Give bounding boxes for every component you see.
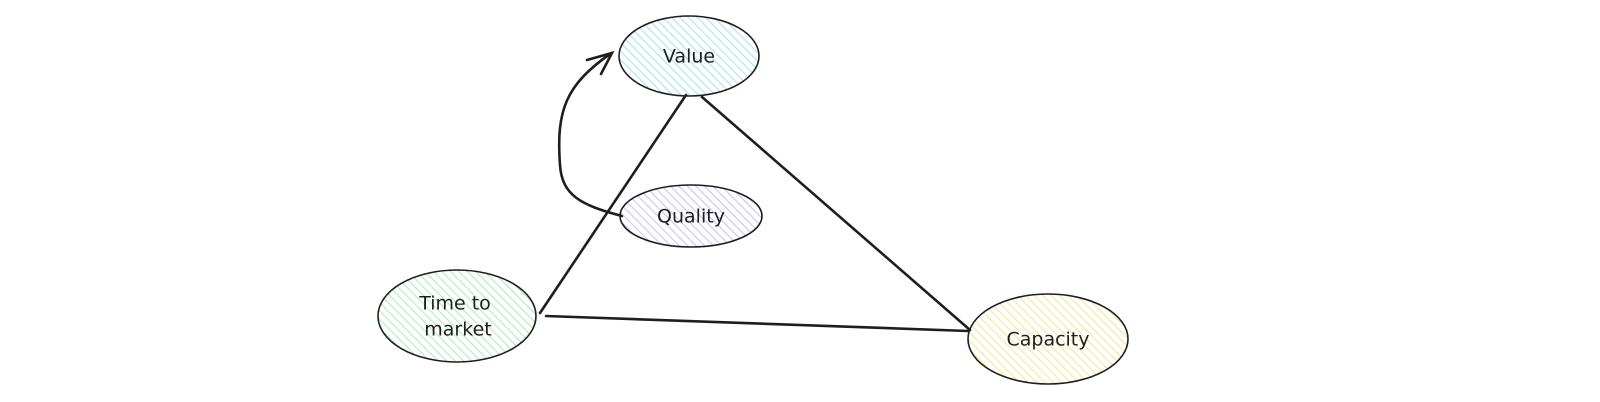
node-time-to-market[interactable]: Time to market: [377, 269, 537, 363]
edge-time-to-market-value: [538, 93, 688, 315]
arrowhead: [585, 50, 615, 76]
edge-value-capacity: [700, 95, 972, 332]
edge-time-to-market-capacity: [544, 314, 970, 333]
node-capacity-label: Capacity: [1006, 329, 1089, 351]
node-capacity[interactable]: Capacity: [967, 293, 1129, 385]
node-time-to-market-label-line2: market: [424, 319, 491, 341]
node-quality[interactable]: Quality: [619, 184, 763, 248]
node-quality-shape: [619, 184, 763, 248]
node-value-label: Value: [663, 46, 715, 68]
node-capacity-shape: [967, 293, 1129, 385]
arrow-quality-to-value: [557, 52, 624, 218]
node-value[interactable]: Value: [618, 15, 760, 97]
node-time-to-market-shape: [377, 269, 537, 363]
edges: [538, 50, 972, 333]
node-value-shape: [618, 15, 760, 97]
node-time-to-market-label-line1: Time to: [418, 293, 491, 315]
node-quality-label: Quality: [657, 206, 725, 228]
